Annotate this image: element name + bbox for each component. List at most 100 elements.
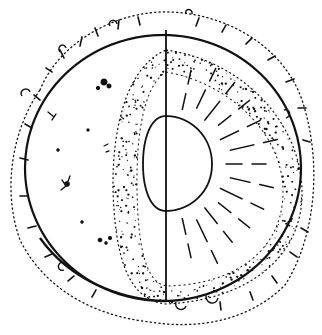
granule-dot — [259, 139, 261, 141]
granule-dot — [225, 185, 227, 187]
granule-dot — [145, 132, 147, 134]
granule-dot — [216, 269, 218, 271]
granule-dot — [153, 80, 154, 81]
granule-dot — [283, 260, 285, 262]
granule-dot — [190, 67, 192, 69]
granule-dot — [137, 77, 139, 79]
granule-dot — [216, 127, 218, 129]
granule-dot — [261, 50, 263, 52]
granule-dot — [123, 252, 125, 254]
granule-dot — [215, 290, 217, 292]
granule-dot — [275, 173, 276, 174]
granule-dot — [137, 124, 138, 125]
granule-dot — [132, 59, 133, 60]
granule-dot — [199, 116, 200, 117]
granule-dot — [244, 293, 246, 295]
granule-dot — [204, 128, 206, 130]
granule-dot — [121, 116, 123, 118]
granule-dot — [152, 234, 153, 235]
granule-dot — [290, 49, 291, 50]
granule-dot — [191, 270, 192, 271]
granule-dot — [217, 55, 219, 57]
granule-dot — [271, 137, 273, 139]
granule-dot — [243, 164, 244, 165]
granule-dot — [193, 88, 195, 90]
granule-dot — [230, 64, 231, 65]
granule-dot — [229, 200, 231, 202]
granule-dot — [289, 279, 291, 281]
granule-dot — [206, 193, 208, 195]
granule-dot — [162, 236, 164, 238]
granule-dot — [242, 231, 243, 232]
granule-dot — [265, 244, 267, 246]
granule-dot — [176, 82, 178, 84]
granule-dot — [112, 104, 114, 106]
granule-dot — [238, 111, 239, 112]
granule-dot — [132, 69, 133, 70]
granule-dot — [299, 233, 301, 235]
granule-dot — [268, 72, 269, 73]
granule-dot — [246, 196, 248, 198]
ray-dash — [197, 220, 207, 242]
granule-dot — [204, 270, 205, 271]
granule-dot — [287, 221, 289, 223]
granule-dot — [258, 123, 260, 125]
granule-dot — [264, 128, 266, 130]
granule-dot — [150, 249, 152, 251]
granule-dot — [223, 126, 225, 128]
granule-dot — [207, 230, 208, 231]
granule-dot — [219, 84, 220, 85]
granule-dot — [251, 178, 253, 180]
granule-dot — [139, 207, 141, 209]
granule-dot — [293, 206, 295, 208]
granule-dot — [213, 125, 214, 126]
granule-dot — [249, 113, 251, 115]
granule-dot — [147, 279, 148, 280]
granule-dot — [212, 152, 213, 153]
granule-dot — [172, 49, 173, 50]
granule-dot — [221, 89, 222, 90]
granule-dot — [211, 60, 213, 62]
granule-dot — [216, 151, 218, 153]
granule-dot — [153, 252, 155, 254]
granule-dot — [225, 223, 226, 224]
granule-dot — [262, 194, 264, 196]
granule-dot — [153, 296, 155, 298]
granule-dot — [234, 251, 236, 253]
granule-dot — [125, 205, 127, 207]
granule-dot — [120, 286, 122, 288]
granule-dot — [217, 273, 219, 275]
granule-dot — [259, 66, 261, 68]
granule-dot — [153, 281, 154, 282]
granule-dot — [254, 87, 256, 89]
granule-dot — [167, 218, 169, 220]
granule-dot — [125, 149, 126, 150]
granule-dot — [291, 128, 293, 130]
granule-dot — [231, 204, 233, 206]
granule-dot — [277, 292, 278, 293]
granule-dot — [231, 167, 233, 169]
granule-dot — [298, 238, 300, 240]
granule-dot — [141, 107, 143, 109]
granule-dot — [259, 192, 261, 194]
granule-dot — [218, 240, 219, 241]
granule-dot — [235, 158, 236, 159]
granule-dot — [294, 57, 295, 58]
granule-dot — [128, 62, 130, 64]
granule-dot — [159, 290, 161, 292]
granule-dot — [244, 164, 246, 166]
granule-dot — [242, 88, 244, 90]
granule-dot — [298, 99, 299, 100]
granule-dot — [215, 99, 217, 101]
granule-dot — [228, 129, 230, 131]
granule-dot — [221, 82, 223, 84]
granule-dot — [254, 124, 256, 126]
granule-dot — [245, 88, 247, 90]
granule-dot — [135, 108, 137, 110]
granule-dot — [214, 198, 216, 200]
granule-dot — [206, 295, 207, 296]
granule-dot — [192, 221, 194, 223]
granule-dot — [201, 48, 202, 49]
granule-dot — [177, 232, 178, 233]
granule-dot — [231, 222, 233, 224]
